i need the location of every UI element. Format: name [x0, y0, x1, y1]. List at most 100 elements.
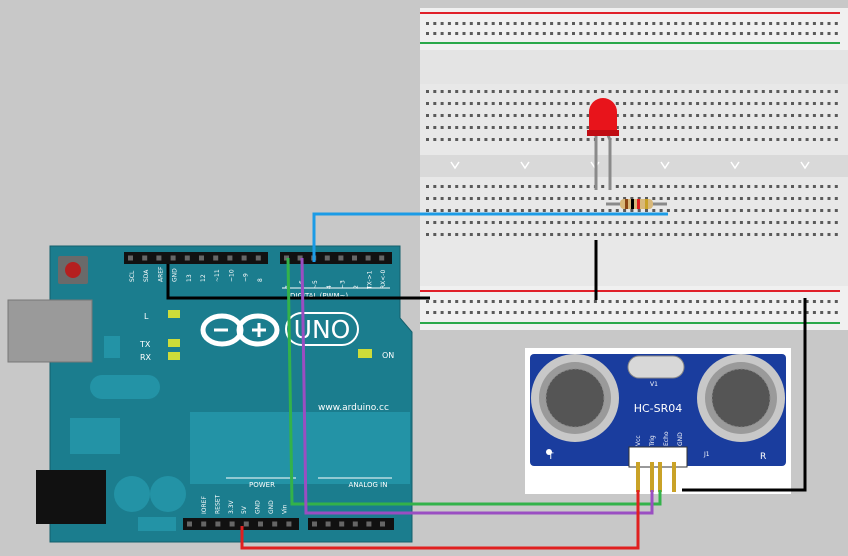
- breadboard-hole: [834, 300, 838, 303]
- pin-label: 4: [326, 285, 333, 289]
- breadboard-hole: [601, 197, 605, 200]
- header-pin: [128, 255, 133, 261]
- breadboard-hole: [579, 90, 583, 93]
- breadboard-hole: [725, 90, 729, 93]
- breadboard-hole: [535, 311, 539, 314]
- breadboard-hole: [542, 233, 546, 236]
- breadboard-hole: [666, 209, 670, 212]
- breadboard-hole: [812, 233, 816, 236]
- breadboard-hole: [696, 102, 700, 105]
- breadboard-hole: [557, 209, 561, 212]
- breadboard-hole: [506, 32, 510, 35]
- breadboard-hole: [586, 90, 590, 93]
- breadboard-hole: [572, 300, 575, 303]
- breadboard-hole: [564, 197, 568, 200]
- breadboard-hole: [754, 22, 758, 25]
- breadboard-hole: [542, 22, 546, 25]
- breadboard-hole: [615, 138, 619, 141]
- breadboard-hole: [433, 102, 437, 105]
- breadboard-hole: [827, 138, 831, 141]
- capacitor-left: [114, 476, 150, 512]
- breadboard-hole: [433, 197, 437, 200]
- breadboard-hole: [615, 185, 619, 188]
- breadboard-hole: [776, 233, 780, 236]
- pin-label: GND: [677, 432, 684, 446]
- breadboard-hole: [681, 22, 685, 25]
- breadboard-hole: [623, 300, 627, 303]
- breadboard-hole: [601, 221, 605, 224]
- breadboard-hole: [747, 114, 751, 117]
- breadboard-hole: [718, 114, 721, 117]
- breadboard-hole: [586, 185, 590, 188]
- breadboard-hole: [550, 221, 554, 224]
- breadboard-hole: [710, 209, 714, 212]
- breadboard-hole: [623, 90, 627, 93]
- breadboard-hole: [615, 32, 619, 35]
- breadboard-hole: [696, 22, 700, 25]
- breadboard-hole: [732, 311, 736, 314]
- breadboard-hole: [586, 114, 590, 117]
- breadboard-hole: [798, 32, 802, 35]
- breadboard-hole: [469, 209, 473, 212]
- breadboard-hole: [791, 311, 794, 314]
- breadboard-hole: [477, 233, 481, 236]
- breadboard-hole: [491, 311, 495, 314]
- breadboard-hole: [542, 221, 546, 224]
- breadboard-hole: [812, 32, 816, 35]
- breadboard-hole: [469, 300, 473, 303]
- breadboard-hole: [586, 300, 590, 303]
- breadboard-hole: [674, 197, 678, 200]
- wires: [166, 212, 807, 550]
- breadboard-hole: [652, 311, 656, 314]
- breadboard-hole: [652, 90, 656, 93]
- breadboard-hole: [761, 138, 765, 141]
- breadboard-hole: [652, 197, 656, 200]
- breadboard-hole: [783, 185, 787, 188]
- breadboard-hole: [688, 138, 692, 141]
- breadboard-hole: [747, 126, 751, 129]
- breadboard-hole: [447, 221, 451, 224]
- breadboard-hole: [666, 102, 670, 105]
- breadboard-hole: [696, 209, 700, 212]
- breadboard-hole: [469, 138, 473, 141]
- breadboard-hole: [718, 209, 721, 212]
- breadboard-hole: [433, 22, 437, 25]
- breadboard-hole: [572, 138, 575, 141]
- breadboard-hole: [761, 22, 765, 25]
- led-rx: [168, 352, 180, 360]
- breadboard-hole: [484, 300, 488, 303]
- breadboard-hole: [783, 22, 787, 25]
- breadboard-hole: [761, 32, 765, 35]
- wire-black-gnd-to-rail: [166, 264, 430, 300]
- breadboard-hole: [776, 197, 780, 200]
- breadboard-hole: [739, 311, 743, 314]
- breadboard-hole: [703, 126, 707, 129]
- breadboard-hole: [710, 126, 714, 129]
- breadboard-hole: [499, 311, 502, 314]
- breadboard-hole: [805, 138, 809, 141]
- breadboard-hole: [564, 185, 568, 188]
- crystal-label: V1: [650, 381, 658, 388]
- pin-label: Trig: [649, 435, 656, 447]
- breadboard-hole: [747, 233, 751, 236]
- breadboard-hole: [615, 300, 619, 303]
- breadboard-hole: [834, 114, 838, 117]
- breadboard-hole: [462, 126, 466, 129]
- breadboard-hole: [674, 209, 678, 212]
- rail-holes-top: [426, 22, 838, 35]
- breadboard-hole: [754, 90, 758, 93]
- sensor-pin: [658, 462, 662, 492]
- breadboard-hole: [812, 90, 816, 93]
- breadboard-hole: [535, 32, 539, 35]
- breadboard-hole: [564, 300, 568, 303]
- breadboard-hole: [725, 185, 729, 188]
- breadboard-hole: [586, 209, 590, 212]
- breadboard-hole: [827, 32, 831, 35]
- breadboard-hole: [426, 102, 429, 105]
- breadboard-hole: [477, 311, 481, 314]
- breadboard-hole: [761, 126, 765, 129]
- breadboard-hole: [703, 22, 707, 25]
- breadboard-hole: [827, 126, 831, 129]
